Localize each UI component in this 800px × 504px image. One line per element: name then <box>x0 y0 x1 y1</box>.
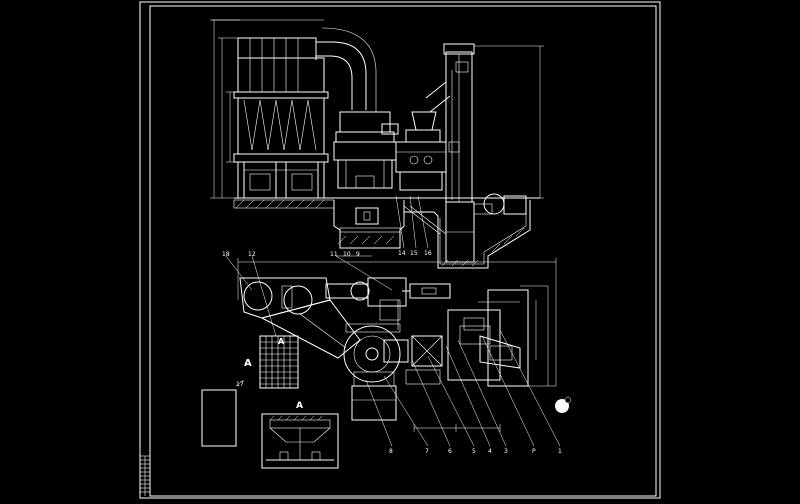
callout-18: 18 <box>222 251 230 258</box>
callout-4: 4 <box>488 448 492 455</box>
callout-15: 15 <box>410 250 418 257</box>
elevation-view: 14 15 16 <box>210 19 544 269</box>
plan-dimension-lines <box>237 258 557 387</box>
callout-p: P <box>532 448 536 455</box>
callout-7: 7 <box>425 448 429 455</box>
small-gear-symbol <box>555 396 572 413</box>
grid-panel <box>259 335 299 389</box>
callout-3: 3 <box>504 448 508 455</box>
view-mark-a-left: A <box>244 358 252 369</box>
component-17-box <box>201 389 237 447</box>
plan-ducting <box>260 277 407 359</box>
callout-6: 6 <box>448 448 452 455</box>
bucket-elevator <box>443 43 475 263</box>
view-mark-a-grid: A <box>278 337 285 346</box>
view-mark-a-section: A <box>296 401 303 411</box>
callout-10: 10 <box>343 251 351 258</box>
callout-17: 17 <box>236 381 244 388</box>
callout-12: 12 <box>248 251 256 258</box>
blower-fan <box>473 193 527 215</box>
drive-plan <box>383 289 529 387</box>
callout-8: 8 <box>389 448 393 455</box>
bottom-callout-leaders <box>225 255 561 447</box>
callout-11: 11 <box>330 251 338 258</box>
callout-14: 14 <box>398 250 406 257</box>
callout-9: 9 <box>356 251 360 258</box>
callout-16: 16 <box>424 250 432 257</box>
section-a-detail <box>261 413 339 469</box>
foundation <box>233 197 540 269</box>
bottom-dimensions <box>413 424 501 432</box>
mill-plan <box>343 323 401 421</box>
air-duct <box>315 27 377 112</box>
upper-callout-leaders <box>395 195 429 249</box>
elevator-dimension <box>474 45 544 199</box>
plan-view <box>201 255 572 469</box>
callout-1: 1 <box>558 448 562 455</box>
mill-main-unit <box>333 111 399 189</box>
title-block-strip <box>140 455 150 496</box>
sheet-inner-border <box>149 5 657 497</box>
callout-5: 5 <box>472 448 476 455</box>
collector-dimension-lines <box>210 19 240 199</box>
feeder-assembly <box>395 81 451 191</box>
plan-motor <box>397 283 451 330</box>
dust-collector <box>233 37 329 199</box>
sheet-outer-border <box>139 1 661 499</box>
